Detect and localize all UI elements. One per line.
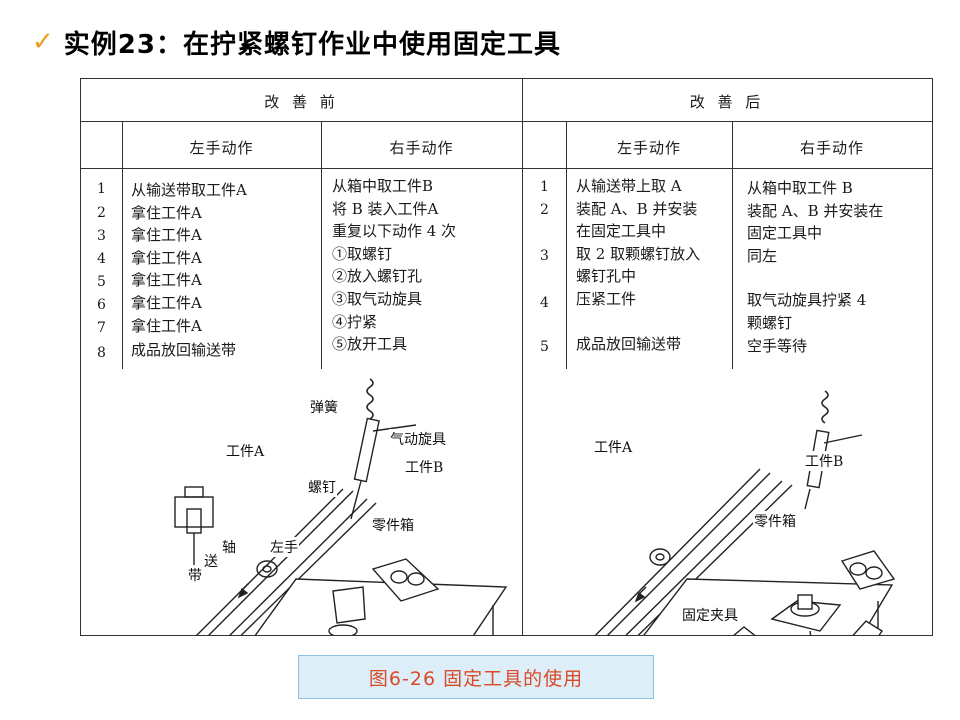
slide-title-text: 实例23：在拧紧螺钉作业中使用固定工具 — [63, 29, 561, 60]
figure-caption: 图6-26 固定工具的使用 — [298, 655, 654, 699]
before-left-header: 左手动作 — [189, 139, 254, 157]
screw-label: 螺钉 — [307, 477, 337, 497]
conveyor-label-1: 轴 — [221, 537, 237, 557]
box-label-before: 零件箱 — [371, 515, 415, 535]
check-icon: ✓ — [32, 27, 54, 57]
fixture-label: 固定夹具 — [681, 605, 739, 625]
after-illustration — [594, 390, 896, 635]
after-right-header: 右手动作 — [799, 139, 864, 157]
part-a-label-after: 工件A — [593, 437, 634, 457]
part-b-label-before: 工件B — [404, 457, 445, 477]
before-header: 改 善 前 — [264, 93, 339, 111]
spring-label: 弹簧 — [309, 397, 339, 417]
box-label-after: 零件箱 — [753, 511, 797, 531]
after-header: 改 善 后 — [689, 93, 765, 111]
part-a-label-before: 工件A — [225, 441, 266, 461]
after-left-actions: 从输送带上取 A 装配 A、B 并安装 在固定工具中 取 2 取颗螺钉放入 螺钉… — [576, 177, 701, 353]
before-illustration — [174, 378, 508, 635]
left-hand-label: 左手 — [269, 537, 299, 557]
comparison-document: 改 善 前 改 善 后 左手动作 右手动作 左手动作 右手动作 1 2 3 4 … — [80, 78, 933, 636]
conveyor-label-2: 送 — [203, 551, 219, 571]
after-right-actions: 从箱中取工件 B 装配 A、B 并安装在 固定工具中 同左 取气动旋具拧紧 4 … — [747, 179, 884, 355]
slide-title: ✓ 实例23：在拧紧螺钉作业中使用固定工具 — [32, 22, 561, 62]
after-left-header: 左手动作 — [616, 139, 681, 157]
driver-label: 气动旋具 — [389, 429, 447, 449]
conveyor-label-3: 带 — [187, 565, 203, 585]
before-right-actions: 从箱中取工件B 将 B 装入工件A 重复以下动作 4 次 ①取螺钉 ②放入螺钉孔… — [332, 177, 457, 354]
part-b-label-after: 工件B — [804, 451, 845, 471]
before-right-header: 右手动作 — [389, 139, 454, 157]
before-left-actions: 从输送带取工件A 拿住工件A 拿住工件A 拿住工件A 拿住工件A 拿住工件A 拿… — [131, 181, 247, 360]
